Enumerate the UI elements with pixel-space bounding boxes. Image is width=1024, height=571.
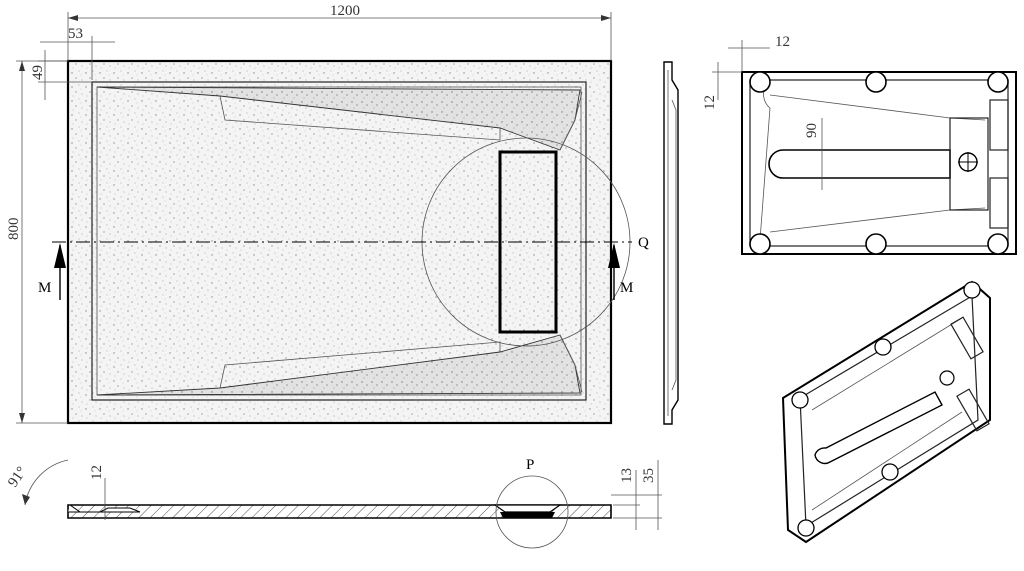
dim-height-left: 800 bbox=[6, 218, 22, 241]
section-view: P 91° 12 13 35 bbox=[5, 457, 662, 549]
detail-label-q: Q bbox=[638, 235, 649, 251]
detail-circle-p bbox=[495, 475, 569, 549]
dim-left-offset: 53 bbox=[68, 26, 83, 42]
dim-width-top: 1200 bbox=[330, 3, 360, 19]
plan-view: M M Q bbox=[38, 59, 649, 425]
section-arrow-right bbox=[608, 243, 620, 300]
isometric-view bbox=[781, 280, 991, 544]
dim-section-left: 12 bbox=[89, 465, 105, 480]
underside-view: 12 12 90 bbox=[702, 34, 1017, 255]
dim-side-top: 12 bbox=[775, 34, 790, 50]
dim-slot-length: 90 bbox=[804, 123, 820, 138]
dim-angle: 91° bbox=[5, 464, 30, 490]
section-mark-left: M bbox=[38, 280, 51, 296]
dim-section-right: 35 bbox=[641, 468, 657, 483]
dim-section-mid: 13 bbox=[619, 468, 635, 483]
section-arrow-left bbox=[54, 243, 66, 300]
dim-side-left: 12 bbox=[702, 95, 718, 110]
detail-label-p: P bbox=[526, 457, 534, 473]
dim-top-offset: 49 bbox=[30, 65, 46, 80]
section-mark-right: M bbox=[620, 280, 633, 296]
dimension-lines: 1200 53 49 800 bbox=[6, 3, 612, 424]
side-profile bbox=[663, 61, 679, 425]
